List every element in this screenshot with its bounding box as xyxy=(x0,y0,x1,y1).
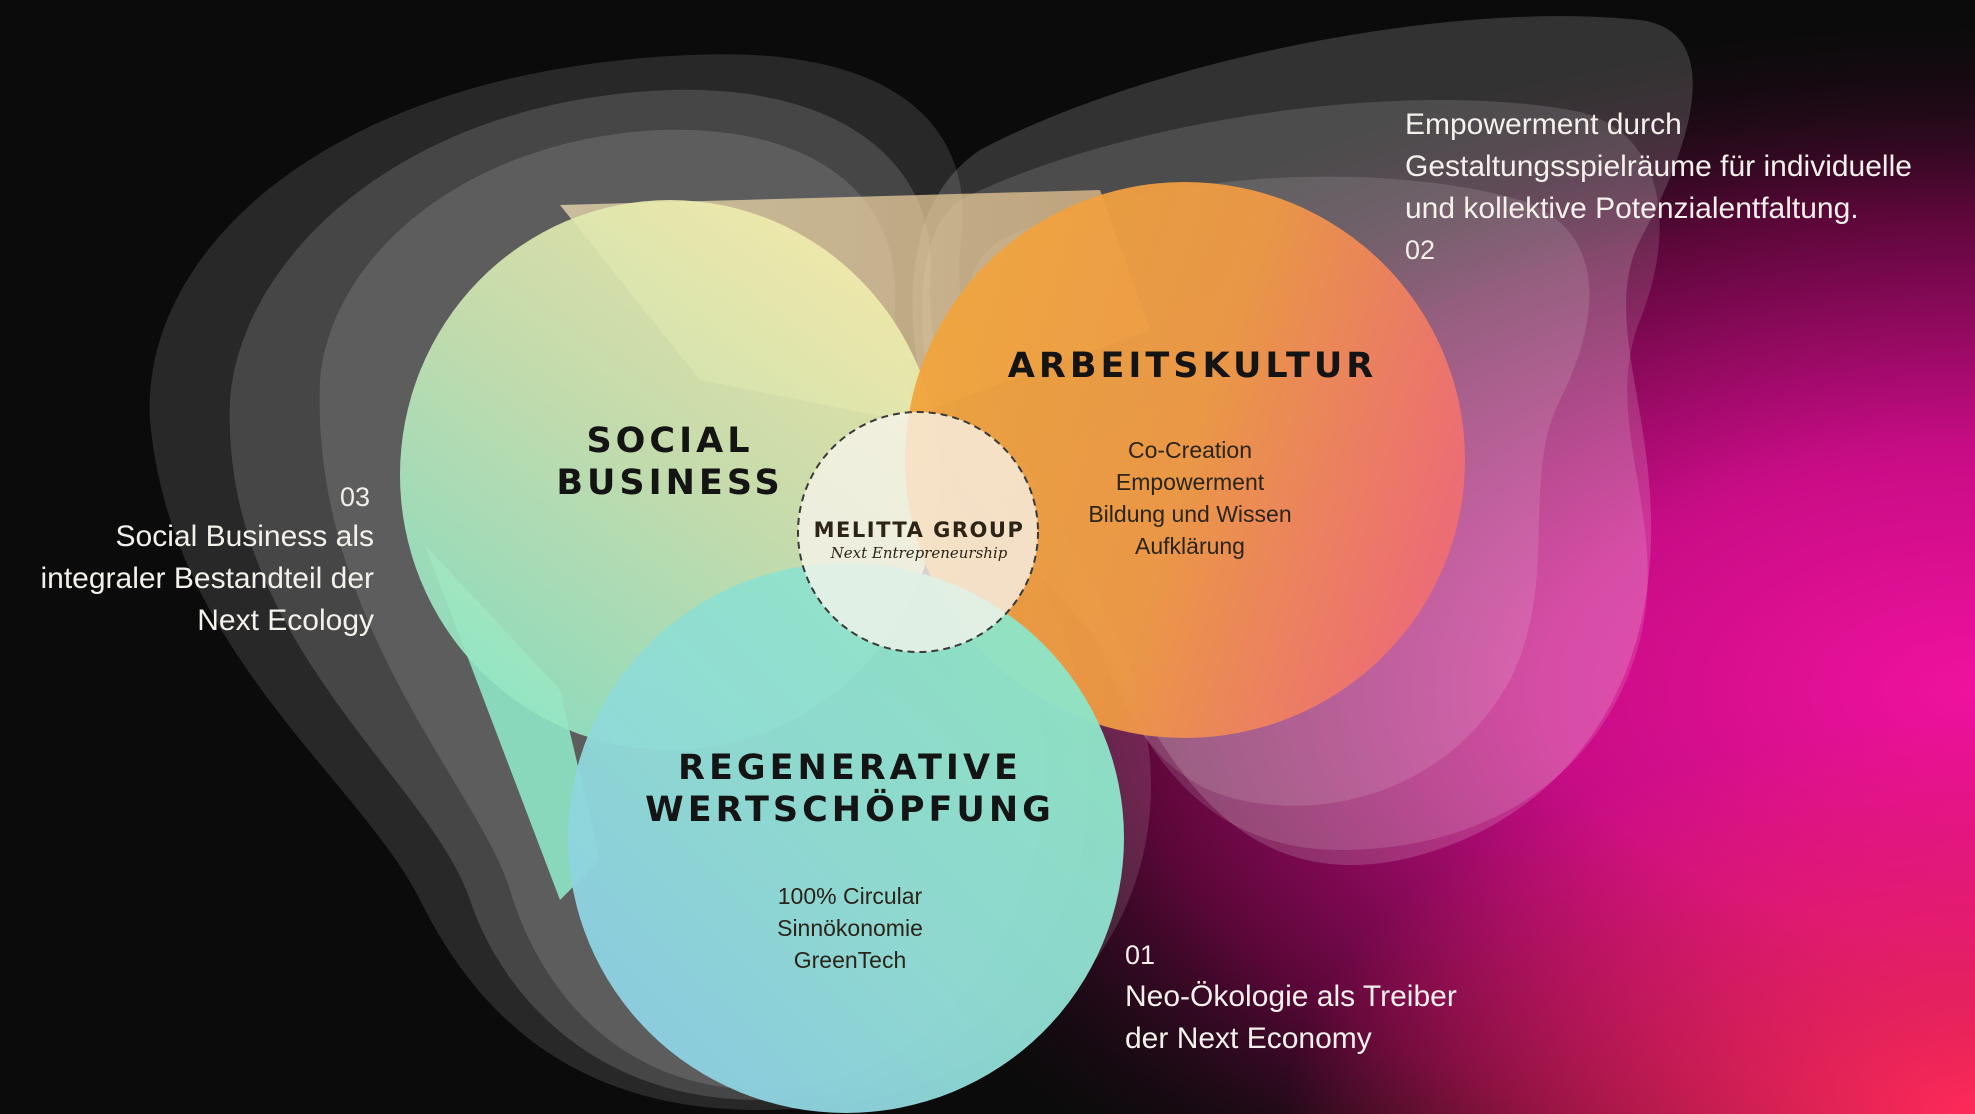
center-dashed-circle xyxy=(797,411,1039,653)
annotation-01-number: 01 xyxy=(1125,940,1156,970)
center-label: MELITTA GROUP Next Entrepreneurship xyxy=(808,518,1030,562)
arbeitskultur-circle xyxy=(905,182,1465,738)
annotation-02-number: 02 xyxy=(1405,235,1436,265)
center-title: MELITTA GROUP xyxy=(813,518,1025,542)
annotation-02-text: Empowerment durch Gestaltungsspielräume … xyxy=(1405,108,1912,225)
center-subtitle: Next Entrepreneurship xyxy=(830,544,1008,562)
arbeitskultur-title: ARBEITSKULTUR xyxy=(1007,346,1378,386)
annotation-01-text: Neo-Ökologie als Treiber der Next Econom… xyxy=(1125,980,1457,1055)
arbeitskultur-item: Bildung und Wissen xyxy=(1088,501,1292,527)
annotation-03-number: 03 xyxy=(340,482,371,512)
regenerative-item: GreenTech xyxy=(793,947,907,973)
arbeitskultur-item: Aufklärung xyxy=(1135,533,1245,559)
regenerative-title: REGENERATIVE WERTSCHÖPFUNG xyxy=(645,748,1055,830)
regenerative-item: 100% Circular xyxy=(777,883,923,909)
regenerative-circle xyxy=(568,563,1124,1113)
social-business-title: SOCIAL BUSINESS xyxy=(556,421,784,503)
arbeitskultur-item: Co-Creation xyxy=(1128,437,1252,463)
arbeitskultur-item: Empowerment xyxy=(1115,469,1265,495)
annotation-03-text: Social Business als integraler Bestandte… xyxy=(40,520,374,637)
regenerative-item: Sinnökonomie xyxy=(777,915,923,941)
